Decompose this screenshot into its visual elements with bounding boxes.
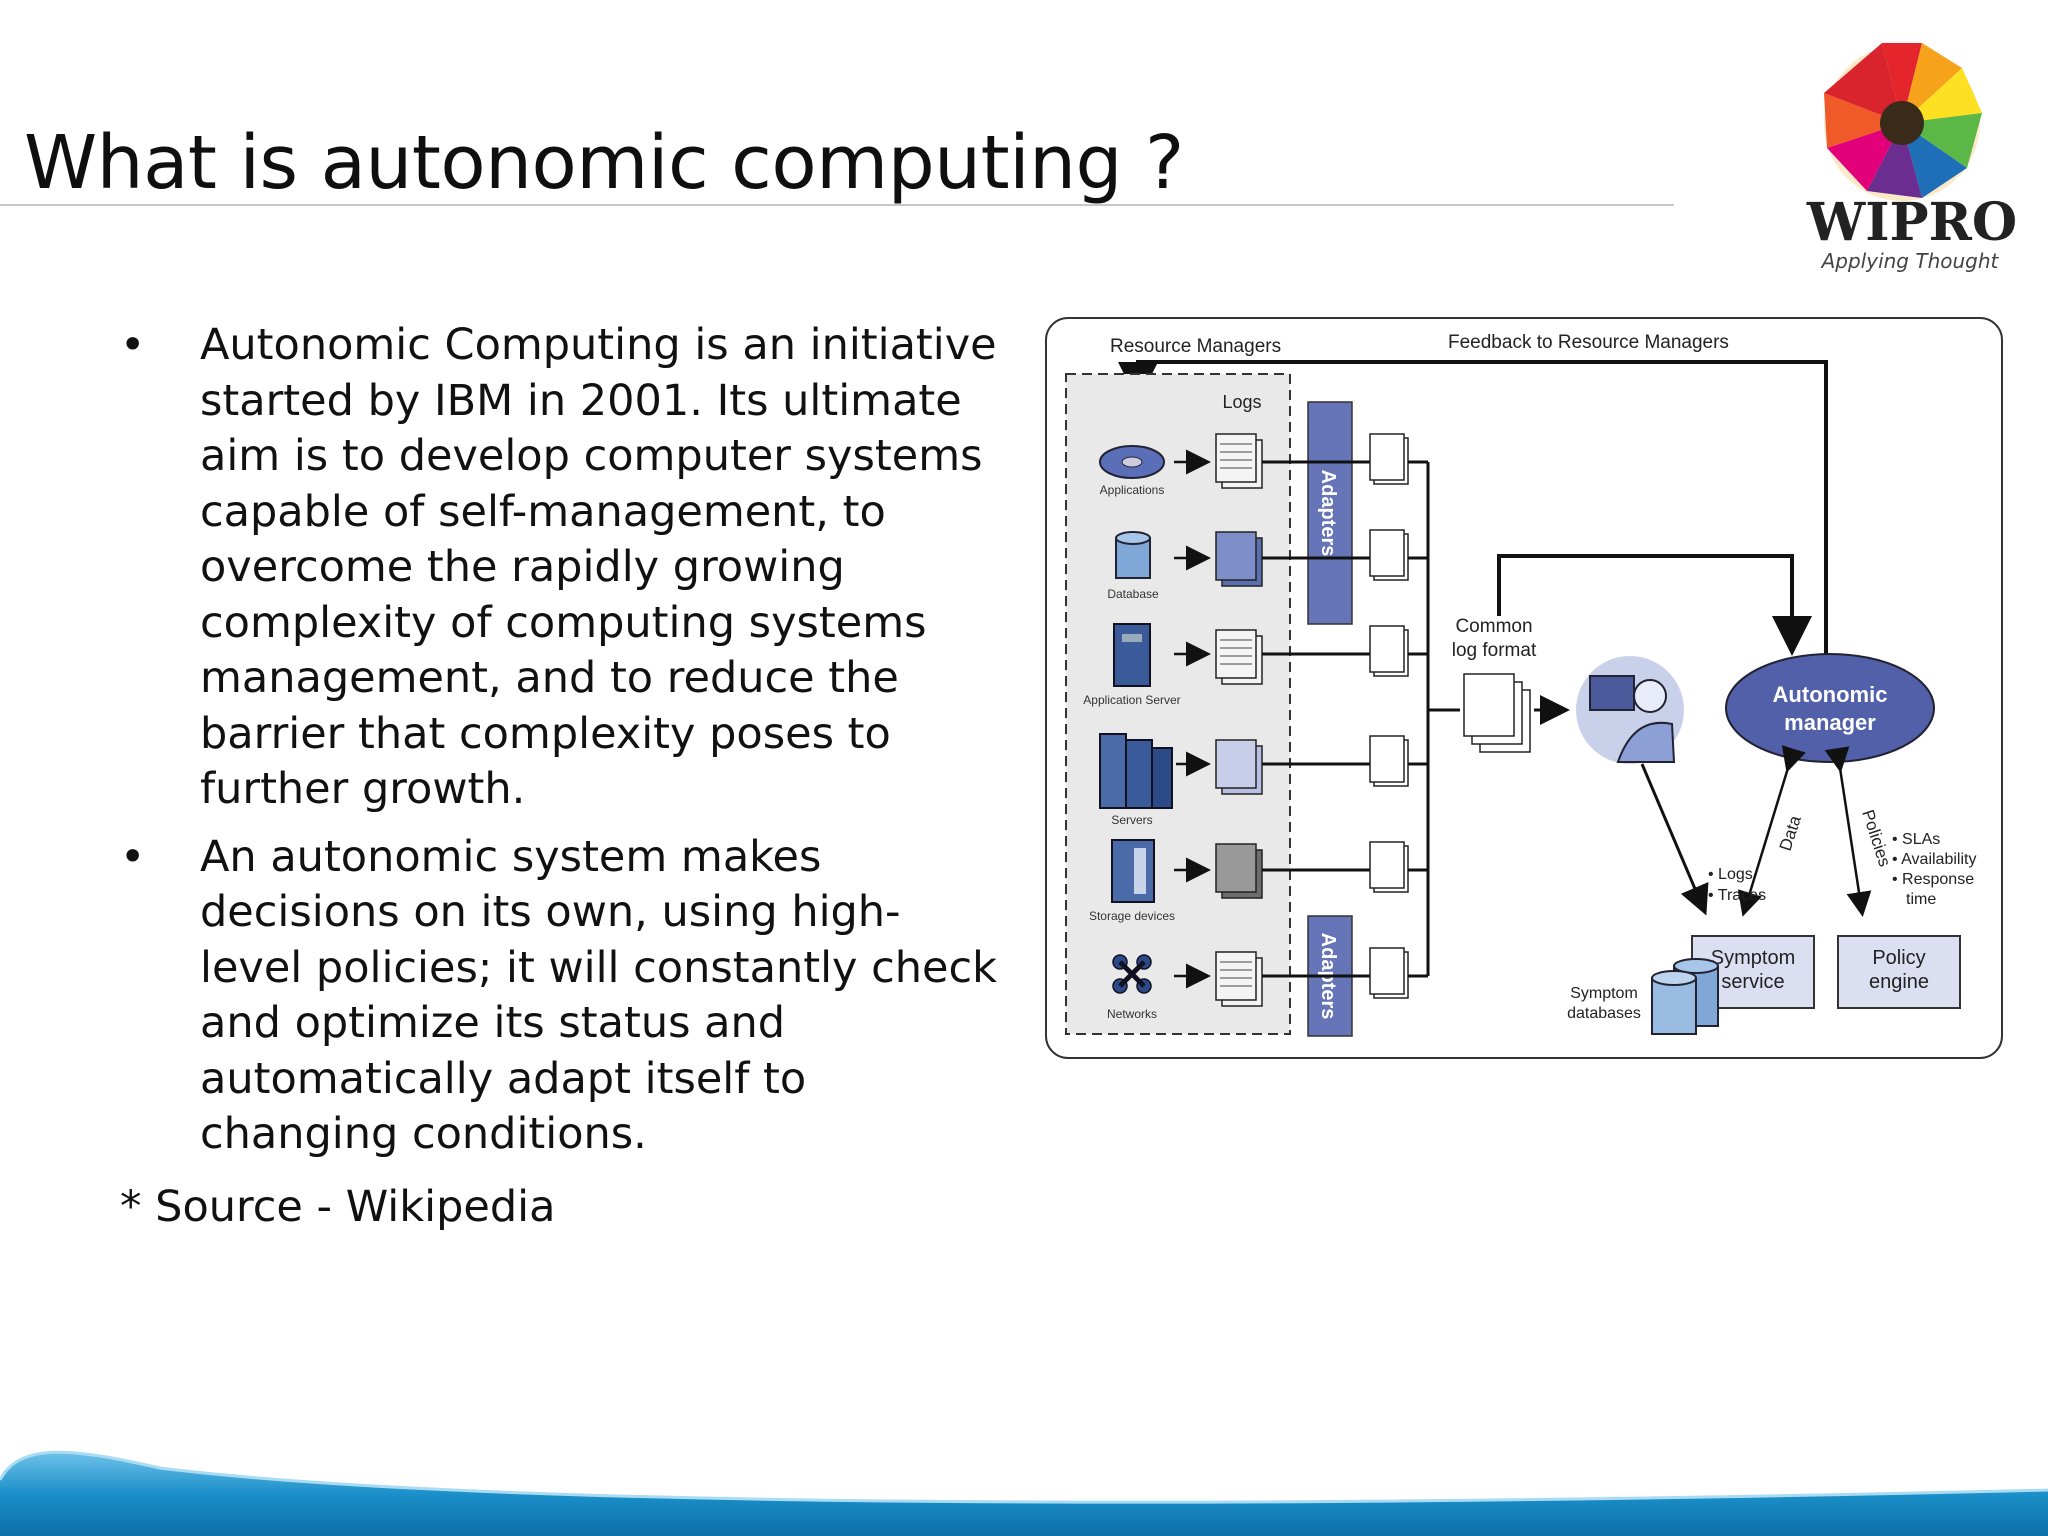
bullet-glyph: • bbox=[120, 320, 146, 370]
data-arrow bbox=[1737, 745, 1806, 917]
slide-title: What is autonomic computing ? bbox=[24, 120, 1184, 206]
networks-icon bbox=[1112, 954, 1152, 994]
bullet-list: • Autonomic Computing is an initiative s… bbox=[120, 318, 1000, 1175]
resource-row-application-server: Application Server bbox=[1083, 623, 1263, 707]
adapters-bar-top bbox=[1307, 401, 1353, 625]
converted-logs bbox=[1369, 433, 1409, 999]
operator-icon bbox=[1576, 656, 1684, 764]
bullet-glyph: • bbox=[120, 831, 146, 882]
symptom-databases-icon bbox=[1651, 958, 1719, 1035]
bullet-text: Autonomic Computing is an initiative sta… bbox=[200, 320, 997, 814]
resource-row-servers: Servers bbox=[1099, 733, 1263, 827]
symptom-service-label-1: Symptom bbox=[1711, 947, 1795, 969]
resource-label: Applications bbox=[1100, 483, 1165, 497]
sunflower-icon bbox=[1824, 43, 1982, 201]
symptom-db-label-1: Symptom bbox=[1570, 985, 1638, 1002]
application-server-icon bbox=[1113, 623, 1151, 687]
policy-engine-label-2: engine bbox=[1869, 971, 1929, 993]
bus-line bbox=[1408, 460, 1460, 978]
resource-label: Storage devices bbox=[1089, 909, 1175, 923]
log-stack-icon bbox=[1215, 629, 1257, 679]
autonomic-manager-label-1: Autonomic bbox=[1773, 682, 1888, 707]
bullet-item: • An autonomic system makes decisions on… bbox=[120, 830, 1000, 1163]
title-divider bbox=[0, 204, 1674, 206]
policy-item-slas: • SLAs bbox=[1892, 831, 1940, 848]
resource-row-networks: Networks bbox=[1107, 951, 1263, 1021]
operator-to-symptom-arrow bbox=[1640, 763, 1709, 916]
log-stack-icon bbox=[1215, 531, 1257, 581]
common-log-label-2: log format bbox=[1452, 640, 1537, 661]
symptom-db-label-2: databases bbox=[1567, 1005, 1641, 1022]
common-log-label-1: Common bbox=[1455, 616, 1532, 637]
policies-arrow bbox=[1824, 746, 1872, 917]
log-stack-icon bbox=[1215, 433, 1257, 483]
resource-row-storage: Storage devices bbox=[1089, 839, 1263, 923]
resource-label: Networks bbox=[1107, 1007, 1157, 1021]
log-connectors bbox=[1262, 460, 1370, 978]
policy-item-availability: • Availability bbox=[1892, 851, 1976, 868]
bullet-item: • Autonomic Computing is an initiative s… bbox=[120, 318, 1000, 818]
resource-label: Database bbox=[1107, 587, 1159, 601]
common-log-icon bbox=[1463, 673, 1531, 753]
autonomic-manager-label-2: manager bbox=[1784, 710, 1876, 735]
log-stack-icon bbox=[1215, 843, 1257, 893]
autonomic-diagram: Resource Managers Feedback to Resource M… bbox=[1045, 317, 2003, 1059]
logs-item: • Logs bbox=[1708, 866, 1753, 883]
policy-engine-label-1: Policy bbox=[1872, 947, 1925, 969]
resource-managers-label: Resource Managers bbox=[1110, 336, 1281, 357]
symptom-service-label-2: service bbox=[1721, 971, 1784, 993]
policy-item-response: • Response bbox=[1892, 871, 1974, 888]
log-stack-icon bbox=[1215, 739, 1257, 789]
traces-item: • Traces bbox=[1708, 887, 1766, 904]
footer-wave bbox=[0, 1450, 2048, 1536]
autonomic-manager-node bbox=[1725, 653, 1935, 763]
servers-icon bbox=[1099, 733, 1127, 809]
policy-item-time: time bbox=[1906, 891, 1936, 908]
source-note: * Source - Wikipedia bbox=[120, 1182, 556, 1232]
logs-label: Logs bbox=[1222, 392, 1261, 412]
log-to-manager-arrow bbox=[1497, 554, 1812, 656]
storage-icon bbox=[1111, 839, 1155, 903]
logo-brand: WIPRO bbox=[1806, 192, 2017, 253]
resource-row-database: Database bbox=[1107, 531, 1263, 601]
resource-label: Servers bbox=[1111, 813, 1152, 827]
adapters-label-top: Adapters bbox=[1317, 470, 1339, 557]
bullet-text: An autonomic system makes decisions on i… bbox=[200, 831, 998, 1160]
logo-tagline: Applying Thought bbox=[1820, 249, 2000, 273]
policy-engine-box bbox=[1837, 935, 1961, 1009]
wipro-logo: WIPRO Applying Thought bbox=[1806, 43, 2017, 273]
feedback-label: Feedback to Resource Managers bbox=[1448, 332, 1729, 353]
log-stack-icon bbox=[1215, 951, 1257, 1001]
resource-row-applications: Applications bbox=[1099, 433, 1263, 497]
resource-label: Application Server bbox=[1083, 693, 1180, 707]
